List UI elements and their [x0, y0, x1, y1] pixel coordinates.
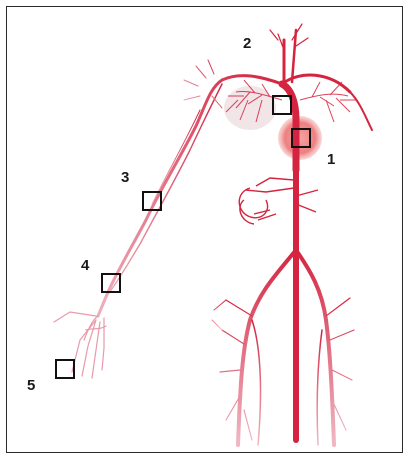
marker-label-5: 5	[27, 377, 35, 394]
marker-label-2: 2	[243, 35, 251, 52]
abdominal-branches	[239, 178, 318, 224]
leg-arteries	[212, 250, 354, 445]
aorta	[270, 24, 372, 440]
marker-label-1: 1	[327, 151, 335, 168]
marker-boxes	[56, 96, 310, 378]
marker-label-3: 3	[121, 169, 129, 186]
marker-label-4: 4	[81, 257, 90, 274]
hand-arteries	[54, 312, 106, 378]
marker-box-5	[56, 360, 74, 378]
